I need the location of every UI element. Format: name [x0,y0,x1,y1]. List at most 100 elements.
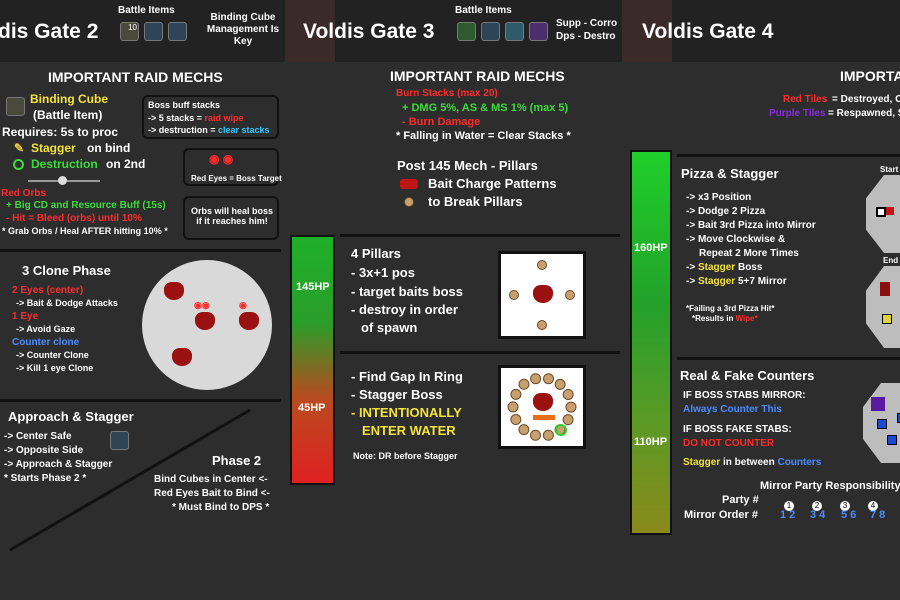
clone-phase-title: 3 Clone Phase [22,263,111,278]
gate2-title: dis Gate 2 [0,20,99,43]
start-octagon-diagram [866,175,900,253]
mirror-marker [877,419,887,429]
gap-line-3: - INTENTIONALLY [351,405,462,420]
boss-marker [886,207,894,215]
gate2-divider-1 [0,249,281,252]
burn-line-1: + DMG 5%, AS & MS 1% (max 5) [402,102,569,114]
dr-note: Note: DR before Stagger [353,451,458,461]
binding-note: Binding Cube Management Is Key [206,12,280,47]
red-orbs-label: Red Orbs [1,188,47,199]
red-orbs-line-2: - Hit = Bleed (orbs) until 10% [6,213,142,224]
party-number: 3 [840,501,850,511]
phase2-line-3: * Must Bind to DPS * [172,502,270,513]
dps-line: Dps - Destro [556,31,616,42]
party-number: 2 [812,501,822,511]
pillar-marker [537,320,547,330]
pillars-line-1: - 3x+1 pos [351,265,415,280]
mirror-order-2: 3 4 [810,509,826,521]
hp-bar-gate3-label-b: 45HP [298,402,326,414]
one-eye-label: 1 Eye [12,311,39,322]
ring-pillar-marker [529,429,541,441]
counters-line-3: IF BOSS FAKE STABS: [683,424,792,435]
on-2nd-label: on 2nd [106,157,146,171]
boss-buff-line-1: -> 5 stacks = raid wipe [148,113,244,123]
approach-line-3: -> Approach & Stagger [4,459,113,470]
approach-line-4: * Starts Phase 2 * [4,473,87,484]
purple-tile-marker [871,397,885,411]
pillars-line-2: - target baits boss [351,284,463,299]
mirror-marker [897,413,900,423]
ring-pillar-marker [518,378,530,390]
hp-bar-gate3 [290,235,335,485]
red-eyes-marker: ◉ [239,300,247,310]
gap-line-1: - Find Gap In Ring [351,369,463,384]
phase2-line-1: Bind Cubes in Center <- [154,474,268,485]
boss-buff-box: Boss buff stacks -> 5 stacks = raid wipe… [142,95,279,139]
gate3-divider-1 [340,234,620,237]
gate4-raid-mechs-title: IMPORTA [840,68,900,84]
party-number: 1 [784,501,794,511]
end-octagon-diagram [866,266,900,348]
boss-art-2 [622,0,672,62]
phase2-line-2: Red Eyes Bait to Bind <- [154,488,270,499]
red-eyes-box: ◉ ◉ Red Eyes = Boss Target [183,148,282,186]
pizza-line-4: -> Move Clockwise & [686,234,786,245]
hp-bar-gate3-label-a: 145HP [296,281,330,293]
counters-line-4: DO NOT COUNTER [683,438,775,449]
pizza-title: Pizza & Stagger [681,166,779,181]
bait-charge-label: Bait Charge Patterns [428,176,557,191]
burn-line-2: - Burn Damage [402,116,481,128]
counter-clone-label: Counter clone [12,337,80,348]
pillar-marker [537,260,547,270]
battle-items-label-2: Battle Items [455,5,512,16]
mirror-order-label: Mirror Order # [684,509,758,521]
burn-stacks-label: Burn Stacks (max 20) [396,88,498,99]
boss-clone-marker [164,282,184,300]
ring-pillar-marker [562,414,574,426]
approach-stagger-title: Approach & Stagger [8,409,134,424]
pizza-line-2: -> Dodge 2 Pizza [686,206,766,217]
ring-pillar-marker [507,401,519,413]
one-eye-line-1: -> Avoid Gaze [16,324,76,334]
hp-bar-gate4 [630,150,672,535]
supp-line: Supp - Corro [556,18,618,29]
charge-icon [400,179,418,189]
ring-pillar-marker [530,373,542,385]
item-count: 10 [128,23,137,32]
pillars-line-3: - destroy in order [351,302,458,317]
stagger-icon: ✎ [14,141,25,155]
yellow-tile-marker [882,314,892,324]
gate4-divider-1 [677,154,900,157]
boss-clone-marker [172,348,192,366]
requires-label: Requires: 5s to proc [2,125,119,139]
ring-pillar-marker [562,388,574,400]
boss-art-1 [285,0,335,62]
ring-pillar-marker [510,388,522,400]
gap-line-4: ENTER WATER [362,423,456,438]
red-orbs-line-1: + Big CD and Resource Buff (15s) [6,200,166,211]
boss-marker [533,285,553,303]
party-number: 4 [868,501,878,511]
pillars-line-4: of spawn [361,320,418,335]
clone-arena-diagram: ◉◉ ◉ [142,260,272,390]
counters-line-1: IF BOSS STABS MIRROR: [683,390,806,401]
pizza-line-1: -> x3 Position [686,192,752,203]
ring-pillar-marker [565,401,577,413]
destruction-icon [13,159,24,170]
hp-bar-gate4-label-a: 160HP [634,242,668,254]
pizza-note-1: *Failing a 3rd Pizza Hit* [686,304,775,313]
red-tiles-label: Red Tiles [783,94,828,105]
ring-pillar-marker [543,373,555,385]
phase2-title: Phase 2 [212,453,262,468]
start-label: Start [880,165,899,174]
boss-clone-marker [195,312,215,330]
hp-bar-gate4-label-b: 110HP [634,436,668,448]
slider-handle [58,176,67,185]
orbs-heal-box: Orbs will heal boss if it reaches him! [183,196,279,240]
counters-line-5: Stagger in between Counters [683,457,822,468]
red-tiles-text: = Destroyed, Can N [832,94,900,105]
purple-tiles-text: = Respawned, S [828,108,900,119]
burn-line-3: * Falling in Water = Clear Stacks * [396,130,571,142]
mirror-title: Mirror Party Responsibility [760,480,900,492]
pizza-line-6: -> Stagger Boss [686,262,763,273]
